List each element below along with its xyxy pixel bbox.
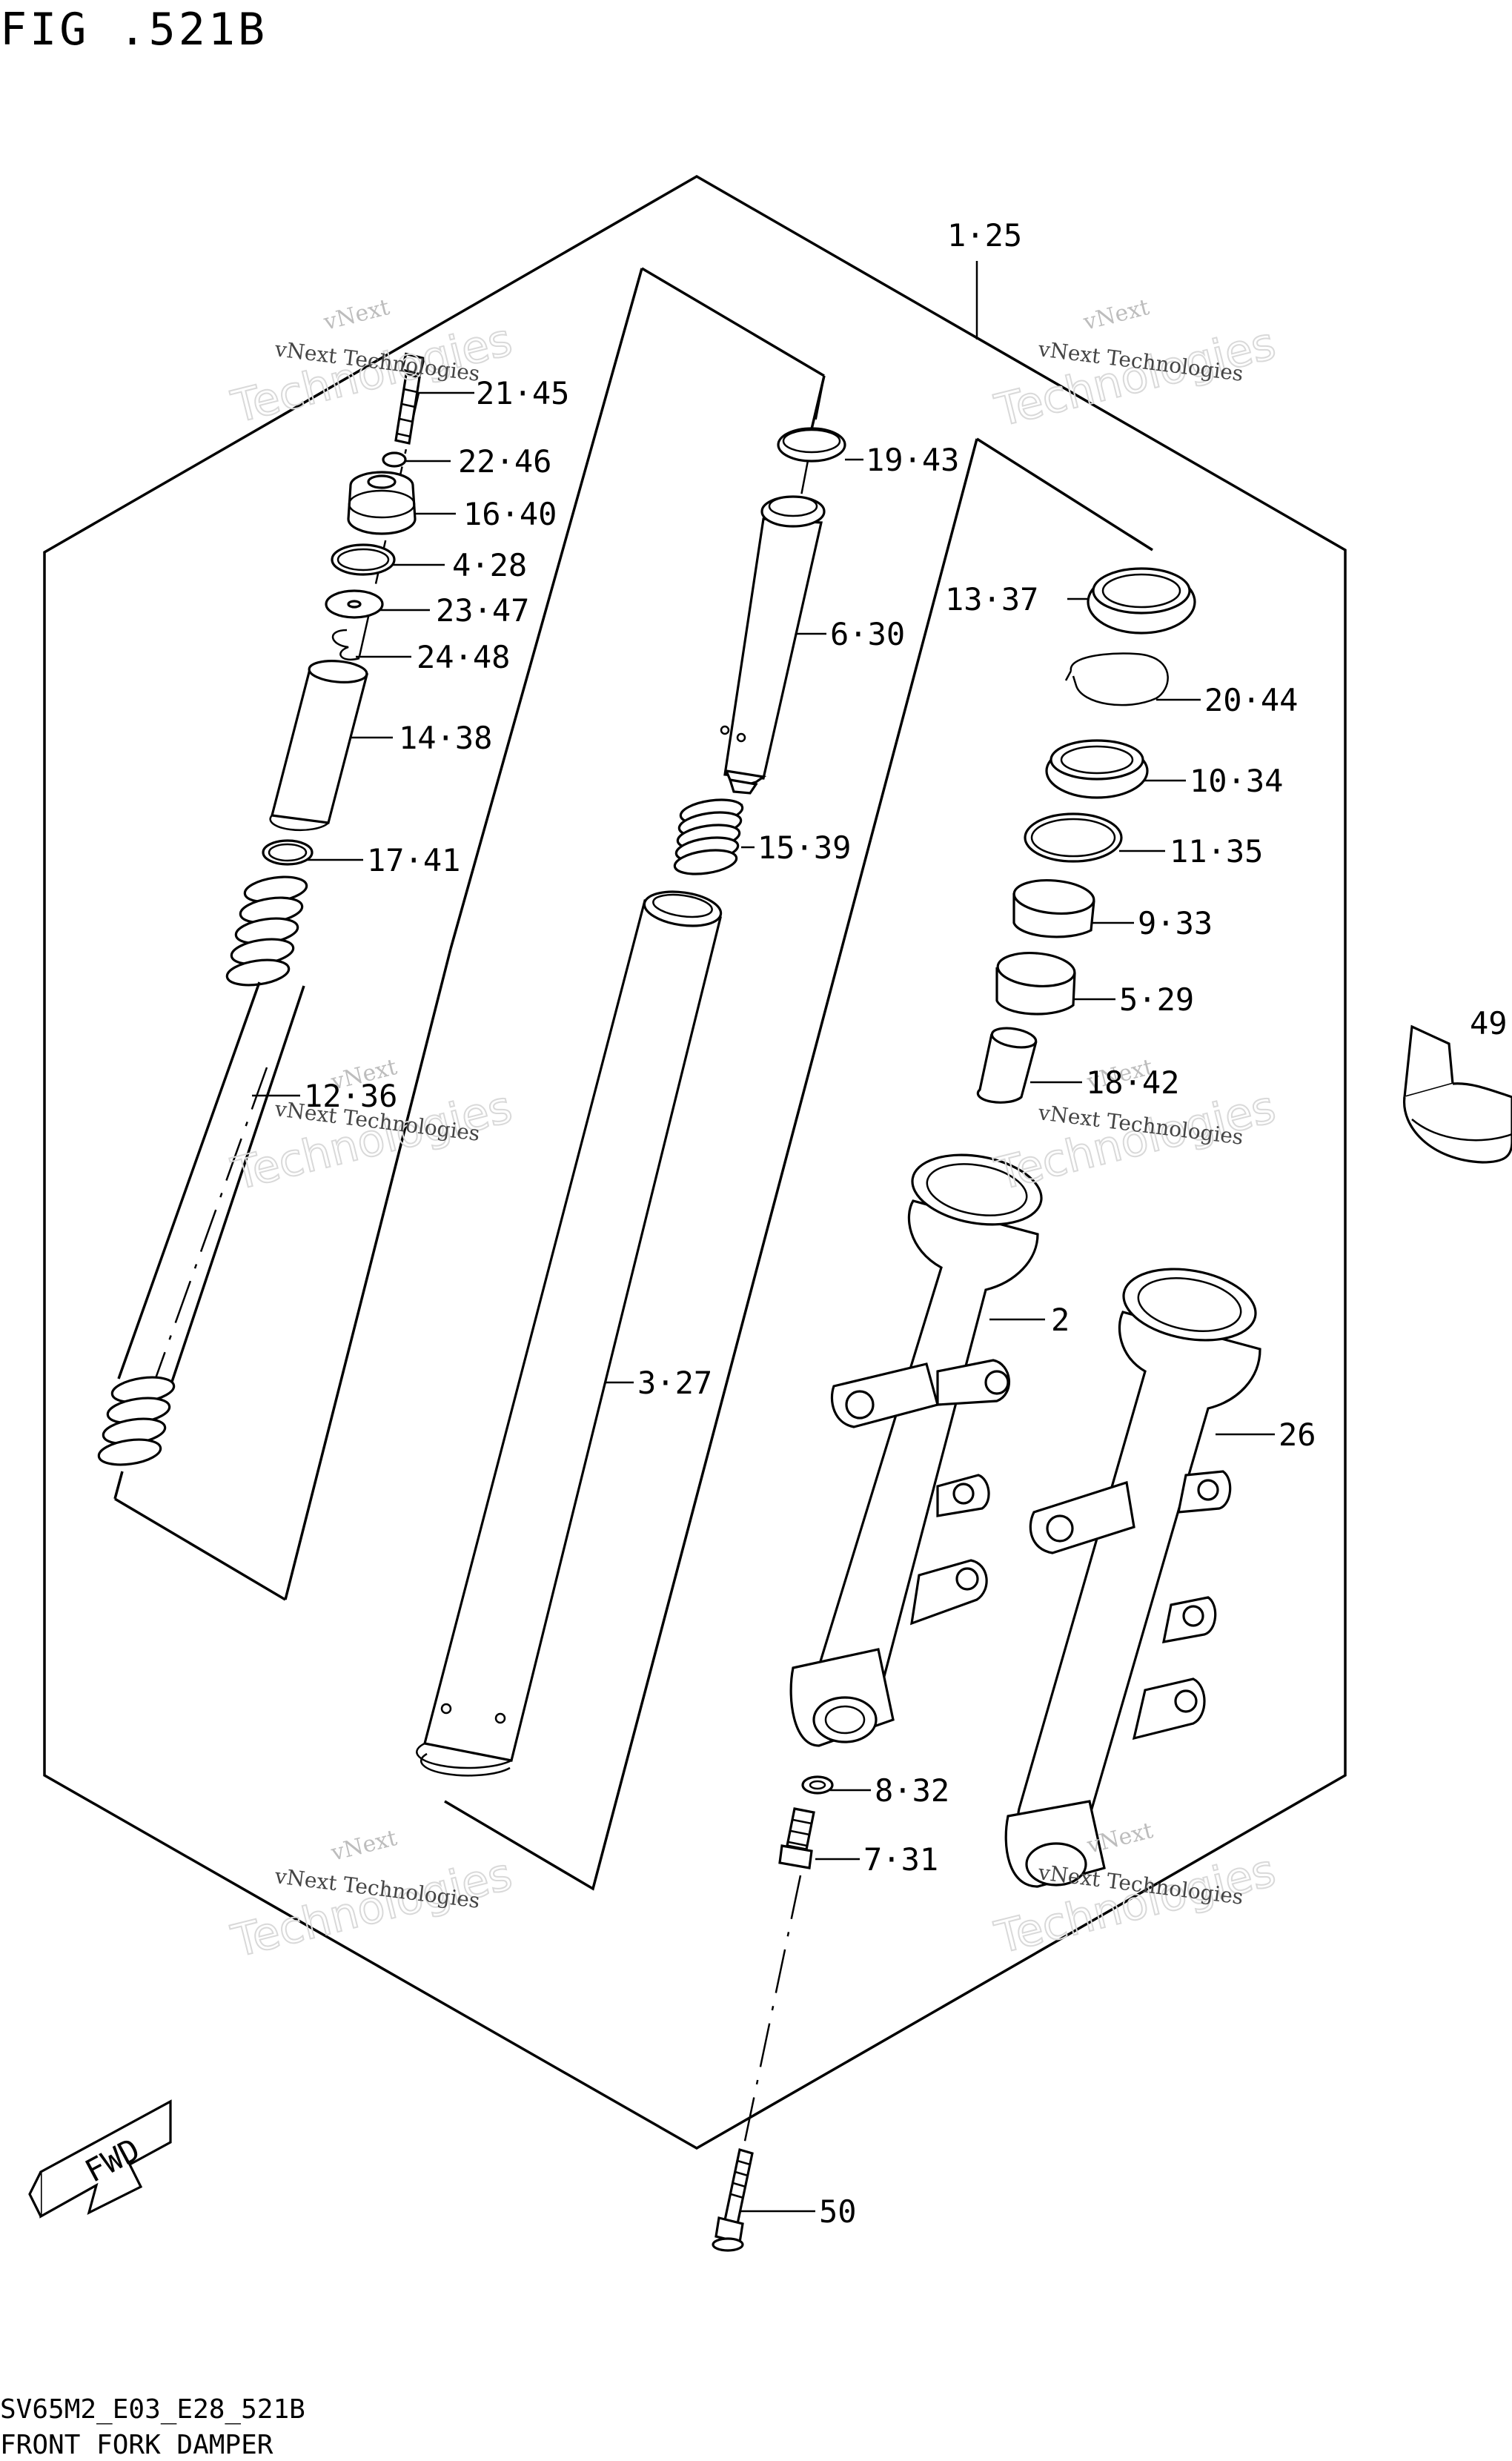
- callout-1-25: 1·25: [947, 217, 1022, 254]
- part-17-41-inner: [268, 843, 308, 862]
- fwd-arrow: FWD: [28, 2099, 172, 2219]
- callout-19-43: 19·43: [866, 442, 959, 478]
- callout-10-34: 10·34: [1190, 763, 1283, 799]
- part-26-outer-tube-right: [1004, 1268, 1261, 1888]
- part-14-38-spacer: [269, 660, 369, 832]
- part-50-axle-pinch-bolt: [712, 2147, 754, 2252]
- callout-24-48: 24·48: [417, 639, 510, 675]
- assembly-frame: [43, 174, 1347, 2150]
- tube-bracket: [444, 437, 1153, 1891]
- leader-lines: [252, 261, 1275, 2213]
- part-4-28-inner: [336, 548, 390, 572]
- part-22-46-o-ring: [382, 451, 407, 468]
- part-24-48-snap-ring: [331, 629, 360, 660]
- watermark-mid-left: vNext Technologies vNext Technologies: [226, 1054, 518, 1202]
- part-5-29-bushing: [995, 952, 1076, 1016]
- part-2-outer-tube-left: [789, 1153, 1043, 1747]
- watermark-top-right: vNext Technologies vNext Technologies: [989, 294, 1281, 438]
- part-21-45-adjuster-bolt: [394, 352, 425, 445]
- damper-bracket: [113, 267, 826, 1601]
- part-11-35-washer: [1024, 812, 1123, 863]
- callout-20-44: 20·44: [1204, 682, 1298, 718]
- part-8-32-gasket: [801, 1775, 834, 1795]
- callout-13-37: 13·37: [945, 581, 1038, 617]
- callout-22-46: 22·46: [458, 443, 551, 480]
- callout-12-36: 12·36: [304, 1078, 397, 1114]
- part-9-33-bushing: [1012, 878, 1095, 938]
- watermark-top-left: vNext Technologies vNext Technologies: [226, 294, 518, 434]
- part-6-30-damper-rod: [720, 495, 826, 795]
- part-13-37-dust-seal: [1087, 567, 1196, 635]
- callout-4-28: 4·28: [452, 547, 527, 583]
- svg-text:vNext: vNext: [1080, 294, 1152, 336]
- callout-3-27: 3·27: [637, 1365, 712, 1401]
- callout-26: 26: [1279, 1417, 1316, 1453]
- part-7-31-damper-bolt: [778, 1807, 815, 1869]
- callout-7-31: 7·31: [863, 1841, 938, 1878]
- callout-9-33: 9·33: [1138, 905, 1213, 941]
- callout-6-30: 6·30: [830, 616, 905, 652]
- callout-21-45: 21·45: [476, 375, 569, 411]
- part-10-34-oil-seal: [1045, 739, 1149, 799]
- part-20-44-stopper-ring: [1064, 652, 1169, 706]
- callout-16-40: 16·40: [463, 496, 557, 532]
- callout-2: 2: [1051, 1302, 1070, 1338]
- callout-23-47: 23·47: [436, 592, 529, 629]
- callout-labels: 1·25 21·45 22·46 16·40 4·28 23·47 24·48 …: [304, 217, 1508, 2230]
- callout-17-41: 17·41: [367, 842, 460, 878]
- part-3-27-inner-tube: [416, 890, 723, 1777]
- part-49-fork-guard: [1403, 1024, 1512, 1164]
- callout-11-35: 11·35: [1170, 833, 1263, 870]
- callout-5-29: 5·29: [1119, 981, 1194, 1018]
- callout-18-42: 18·42: [1086, 1064, 1179, 1101]
- callout-50: 50: [819, 2193, 857, 2230]
- callout-15-39: 15·39: [757, 829, 851, 866]
- callout-14-38: 14·38: [399, 720, 492, 756]
- figure-caption: FRONT FORK DAMPER: [0, 2430, 273, 2460]
- part-23-47-washer: [325, 589, 384, 619]
- spring-bracket-left: [284, 948, 452, 1600]
- svg-text:vNext: vNext: [320, 294, 392, 336]
- model-code: SV65M2_E03_E28_521B: [0, 2394, 305, 2425]
- part-12-36-fork-spring: [97, 875, 308, 1466]
- svg-text:vNext: vNext: [328, 1825, 399, 1867]
- figure-title: FIG .521B: [0, 4, 268, 56]
- callout-49: 49: [1470, 1005, 1508, 1041]
- callout-8-32: 8·32: [875, 1772, 949, 1809]
- watermark-bottom-left: vNext Technologies vNext Technologies: [226, 1825, 518, 1969]
- part-19-43-o-ring: [777, 427, 846, 463]
- part-18-42-oil-lock-piece: [976, 1027, 1038, 1104]
- part-16-40-cap-bolt: [347, 471, 417, 535]
- part-15-39-rebound-spring: [673, 798, 744, 875]
